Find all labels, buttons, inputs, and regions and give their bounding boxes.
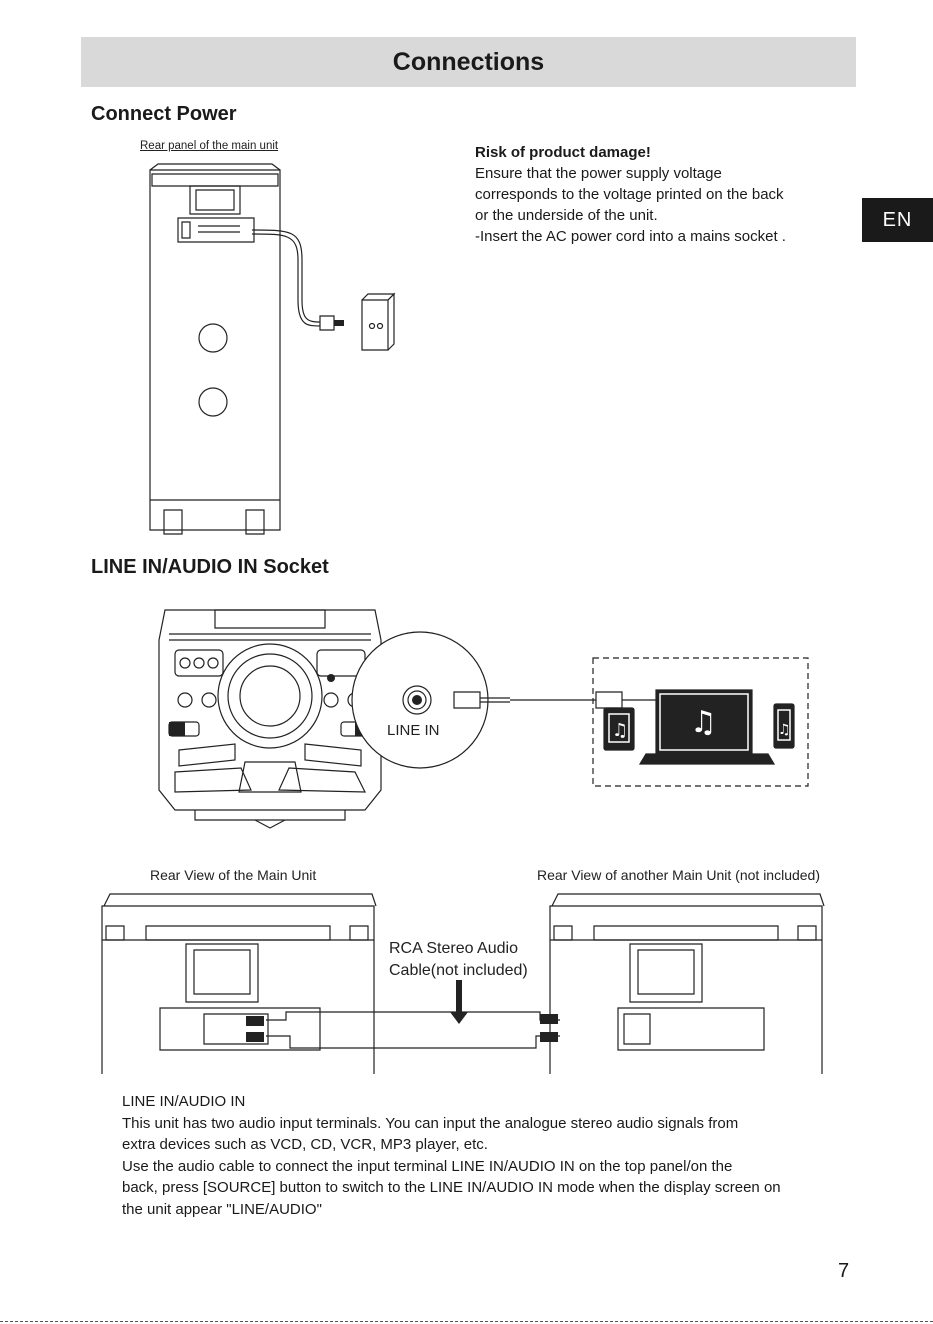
rear-views-illustration xyxy=(100,890,825,1080)
line-in-heading: LINE IN/AUDIO IN Socket xyxy=(91,556,329,578)
description-line: extra devices such as VCD, CD, VCR, MP3 … xyxy=(122,1136,488,1153)
rca-cable-label-line1: RCA Stereo Audio xyxy=(389,940,518,957)
description-line: the unit appear "LINE/AUDIO" xyxy=(122,1200,322,1218)
warning-line: or the underside of the unit. xyxy=(475,207,658,224)
warning-line: -Insert the AC power cord into a mains s… xyxy=(475,228,786,245)
description-line: This unit has two audio input terminals.… xyxy=(122,1114,739,1132)
page-title: Connections xyxy=(392,47,545,76)
description-title: LINE IN/AUDIO IN xyxy=(122,1093,246,1110)
rca-cable-label: RCA Stereo Audio Cable(not included) xyxy=(389,938,528,982)
page-title-bar: Connections xyxy=(81,37,856,87)
language-tab-label: EN xyxy=(882,208,913,231)
page-cut-line xyxy=(0,1321,933,1322)
svg-text:♫: ♫ xyxy=(690,705,717,740)
warning-line: corresponds to the voltage printed on th… xyxy=(475,186,784,203)
warning-line: Ensure that the power supply voltage xyxy=(475,165,722,182)
description-line: Use the audio cable to connect the input… xyxy=(122,1157,733,1175)
language-tab: EN xyxy=(862,198,933,242)
page-number: 7 xyxy=(838,1260,850,1282)
line-in-description: LINE IN/AUDIO IN This unit has two audio… xyxy=(122,1091,862,1220)
power-warning: Risk of product damage! Ensure that the … xyxy=(475,142,855,247)
svg-text:♫: ♫ xyxy=(778,722,791,738)
main-unit-front-illustration xyxy=(155,600,385,830)
line-in-label: LINE IN xyxy=(387,722,440,739)
rear-view-right-caption: Rear View of another Main Unit (not incl… xyxy=(537,867,821,883)
svg-text:♫: ♫ xyxy=(612,720,628,741)
description-line: back, press [SOURCE] button to switch to… xyxy=(122,1179,781,1196)
rca-cable-label-line2: Cable(not included) xyxy=(389,962,528,979)
rear-panel-illustration xyxy=(140,160,400,540)
rear-panel-caption: Rear panel of the main unit xyxy=(140,140,279,152)
rear-view-left-caption: Rear View of the Main Unit xyxy=(150,867,317,883)
warning-title: Risk of product damage! xyxy=(475,144,651,161)
connect-power-heading: Connect Power xyxy=(91,103,237,125)
line-in-connection-illustration: ♫ ♫ ♫ xyxy=(360,630,820,800)
